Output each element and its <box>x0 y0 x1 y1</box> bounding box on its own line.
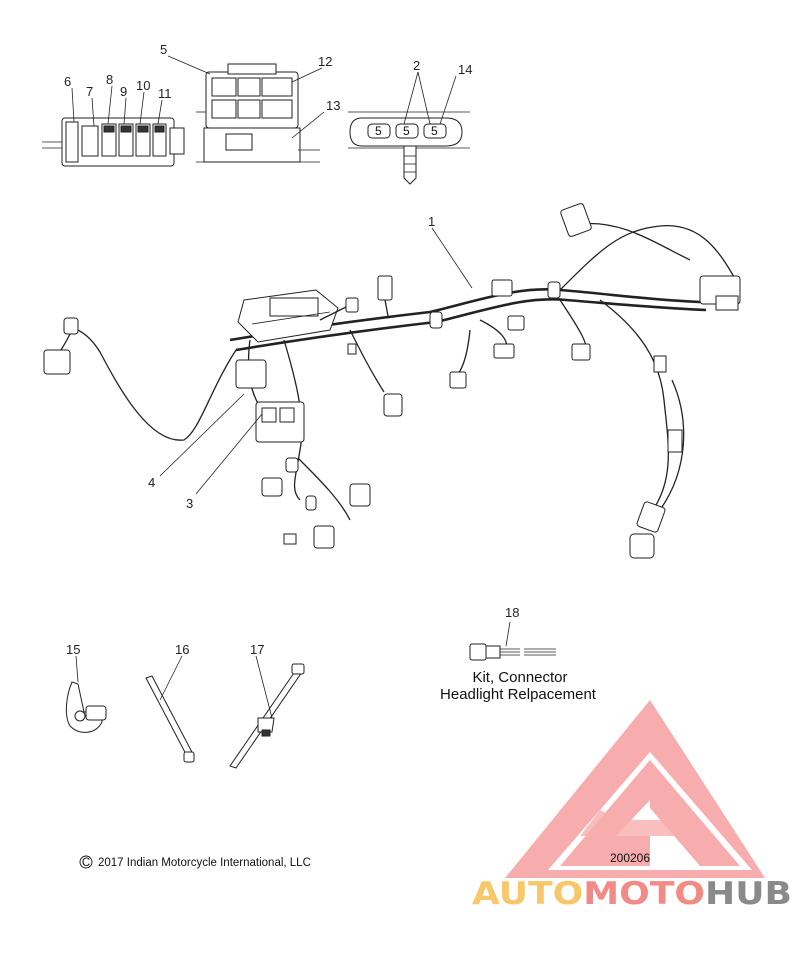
callout-11: 11 <box>158 86 172 101</box>
copyright-symbol: C <box>82 857 90 869</box>
copyright-circle-icon <box>79 855 93 869</box>
kit-caption-line1: Kit, Connector <box>472 669 567 686</box>
callout-2: 2 <box>413 58 420 73</box>
kit-caption-line2: Headlight Relpacement <box>440 686 597 703</box>
cable-tie-part <box>145 675 195 763</box>
callout-4: 4 <box>148 475 155 490</box>
watermark-logo <box>505 700 765 878</box>
callout-3: 3 <box>186 496 193 511</box>
diagram-number: 200206 <box>610 851 650 865</box>
watermark-hub: HUB <box>705 876 792 912</box>
callout-17: 17 <box>250 642 264 657</box>
p-clamp-part <box>65 681 107 733</box>
callout-8: 8 <box>106 72 113 87</box>
three-pin-connector-detail: 5 5 5 <box>348 111 470 185</box>
callout-7: 7 <box>86 84 93 99</box>
callout-1: 1 <box>428 214 435 229</box>
cable-tie-mount-part <box>229 663 305 769</box>
connector-pin-label: 5 <box>431 124 438 138</box>
callout-10: 10 <box>136 78 150 93</box>
relay-block-side-view <box>42 117 185 167</box>
callout-numbers: 5 12 13 2 14 6 7 8 9 10 11 1 4 3 18 15 1… <box>64 42 519 657</box>
callout-16: 16 <box>175 642 189 657</box>
leader-lines <box>71 55 511 719</box>
callout-5: 5 <box>160 42 167 57</box>
callout-12: 12 <box>318 54 332 69</box>
connector-pin-label: 5 <box>403 124 410 138</box>
copyright-text: 2017 Indian Motorcycle International, LL… <box>98 857 311 869</box>
callout-6: 6 <box>64 74 71 89</box>
callout-9: 9 <box>120 84 127 99</box>
connector-pin-label: 5 <box>375 124 382 138</box>
watermark-moto: MOTO <box>583 876 705 912</box>
callout-15: 15 <box>66 642 80 657</box>
main-wiring-harness <box>43 203 741 559</box>
callout-13: 13 <box>326 98 340 113</box>
watermark-auto: AUTO <box>472 876 583 912</box>
fuse-box-detail <box>196 63 320 163</box>
headlight-connector-kit <box>469 643 556 661</box>
copyright-notice: C 2017 Indian Motorcycle International, … <box>79 855 311 869</box>
callout-18: 18 <box>505 605 519 620</box>
callout-14: 14 <box>458 62 472 77</box>
